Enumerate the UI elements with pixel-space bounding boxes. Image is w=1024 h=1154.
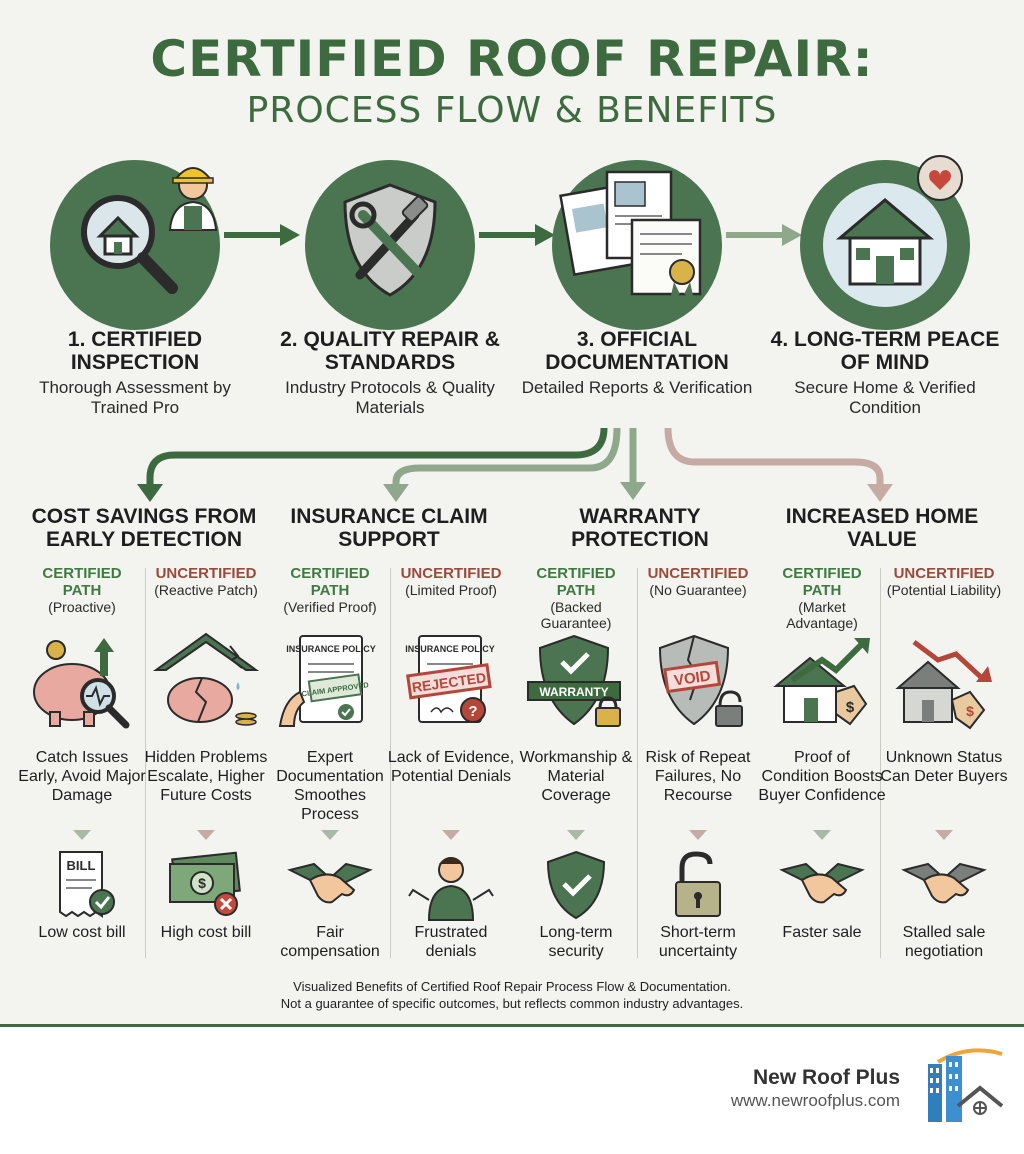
disclaimer-line-2: Not a guarantee of specific outcomes, bu… <box>280 996 744 1011</box>
shield-check-icon <box>546 850 606 920</box>
step-1-subtitle: Thorough Assessment by Trained Pro <box>39 378 231 417</box>
down-triangle <box>567 830 585 840</box>
step-2-subtitle: Industry Protocols & Quality Materials <box>285 378 495 417</box>
flow-arrow-1 <box>224 224 300 246</box>
benefit-3-certified-head: CERTIFIED PATH(Backed Guarantee) <box>536 565 616 631</box>
step-1-title: 1. CERTIFIED INSPECTION <box>67 328 203 374</box>
down-triangle <box>73 830 91 840</box>
down-triangle <box>197 830 215 840</box>
benefit-1-certified-desc: Catch Issues Early, Avoid Major Damage <box>18 749 146 804</box>
footer-divider <box>0 1024 1024 1027</box>
building-house-logo-icon <box>928 1048 1004 1122</box>
open-padlock-icon <box>675 851 721 917</box>
down-triangle <box>442 830 460 840</box>
insurance-policy-rejected-icon: INSURANCE POLICY REJECTED ? <box>405 635 495 723</box>
benefit-2-certified-outcome: Fair compensation <box>280 924 380 960</box>
benefit-1-title: COST SAVINGS FROM EARLY DETECTION <box>31 505 257 551</box>
svg-text:$: $ <box>846 699 855 716</box>
benefit-4-uncertified-head: UNCERTIFIED(Potential Liability) <box>886 565 1002 598</box>
frustrated-person-icon <box>408 857 494 921</box>
handshake-icon <box>287 862 373 904</box>
void-badge: VOID <box>673 667 712 689</box>
benefit-3-certified-outcome: Long-term security <box>539 924 613 960</box>
down-triangle <box>813 830 831 840</box>
column-divider <box>390 568 391 958</box>
benefit-3-uncertified-head: UNCERTIFIED(No Guarantee) <box>647 565 749 598</box>
benefit-2-certified-desc: Expert Documentation Smoothes Process <box>276 749 384 823</box>
column-divider <box>637 568 638 958</box>
benefit-1-certified-outcome: Low cost bill <box>38 924 126 941</box>
house-arrow-down-price-tag-icon: $ <box>895 640 992 730</box>
benefit-4-certified-outcome: Faster sale <box>782 924 862 941</box>
brand-name: New Roof Plus <box>752 1066 900 1089</box>
handshake-icon <box>901 862 987 904</box>
step-3-subtitle: Detailed Reports & Verification <box>521 378 753 397</box>
handshake-icon <box>779 862 865 904</box>
step-4-subtitle: Secure Home & Verified Condition <box>794 378 976 417</box>
house-heart-icon <box>823 155 963 307</box>
step-4-circle <box>800 155 970 330</box>
footer <box>0 1027 1024 1154</box>
page-subtitle: PROCESS FLOW & BENEFITS <box>246 90 778 131</box>
cash-x-icon: $ <box>169 851 241 916</box>
step-3-circle <box>552 160 722 330</box>
benefit-1-uncertified-head: UNCERTIFIED(Reactive Patch) <box>154 565 258 598</box>
step-1-circle <box>50 160 220 330</box>
benefit-4-uncertified-outcome: Stalled sale negotiation <box>902 924 986 960</box>
insurance-policy-label: INSURANCE POLICY <box>405 644 495 654</box>
svg-text:?: ? <box>468 703 477 720</box>
svg-text:BILL: BILL <box>67 858 96 873</box>
disclaimer-note: Visualized Benefits of Certified Roof Re… <box>0 978 1024 1012</box>
disclaimer-line-1: Visualized Benefits of Certified Roof Re… <box>293 979 731 994</box>
bill-check-icon: BILL <box>59 851 115 918</box>
warranty-badge: WARRANTY <box>539 685 608 699</box>
step-4-title: 4. LONG-TERM PEACE OF MIND <box>770 328 1000 374</box>
down-triangle <box>935 830 953 840</box>
benefit-1-certified-head: CERTIFIED PATH(Proactive) <box>42 565 122 615</box>
column-divider <box>145 568 146 958</box>
branch-arrows <box>137 427 893 502</box>
magnifier-house-inspector-icon <box>81 167 218 294</box>
column-divider <box>880 568 881 958</box>
shield-tools-icon <box>343 183 437 297</box>
svg-text:$: $ <box>966 703 974 719</box>
benefit-2-uncertified-outcome: Frustrated denials <box>414 924 488 960</box>
benefit-2-certified-head: CERTIFIED PATH(Verified Proof) <box>283 565 377 615</box>
void-shield-unlocked-icon: VOID <box>658 634 743 727</box>
benefit-4-title: INCREASED HOME VALUE <box>785 505 979 551</box>
step-3-title: 3. OFFICIAL DOCUMENTATION <box>545 328 729 374</box>
benefit-2-title: INSURANCE CLAIM SUPPORT <box>290 505 488 551</box>
benefit-1-uncertified-outcome: High cost bill <box>160 924 252 941</box>
down-triangle <box>321 830 339 840</box>
benefit-4-certified-head: CERTIFIED PATH(Market Advantage) <box>782 565 862 631</box>
broken-piggy-bank-icon <box>152 632 260 726</box>
brand-url[interactable]: www.newroofplus.com <box>730 1091 900 1110</box>
benefit-3-certified-desc: Workmanship & Material Coverage <box>519 749 633 804</box>
step-2-circle <box>305 160 475 330</box>
benefit-1-uncertified-desc: Hidden Problems Escalate, Higher Future … <box>144 749 268 804</box>
benefit-3-uncertified-outcome: Short-term uncertainty <box>658 924 738 960</box>
flow-arrow-2 <box>479 224 555 246</box>
benefit-3-uncertified-desc: Risk of Repeat Failures, No Recourse <box>645 749 751 804</box>
benefit-2-uncertified-head: UNCERTIFIED(Limited Proof) <box>400 565 502 598</box>
flow-arrow-3 <box>726 224 802 246</box>
down-triangle <box>689 830 707 840</box>
page-title: CERTIFIED ROOF REPAIR: <box>150 30 874 88</box>
step-2-title: 2. QUALITY REPAIR & STANDARDS <box>280 328 500 374</box>
benefit-4-certified-desc: Proof of Condition Boosts Buyer Confiden… <box>758 749 886 804</box>
piggy-bank-magnifier-icon <box>33 638 130 729</box>
benefit-2-uncertified-desc: Lack of Evidence, Potential Denials <box>387 749 515 785</box>
warranty-shield-lock-icon: WARRANTY <box>527 634 621 727</box>
benefit-3-title: WARRANTY PROTECTION <box>571 505 709 551</box>
benefit-4-uncertified-desc: Unknown Status Can Deter Buyers <box>880 749 1008 785</box>
house-arrow-up-price-tag-icon: $ <box>773 638 870 726</box>
insurance-policy-label: INSURANCE POLICY <box>286 644 376 654</box>
svg-text:$: $ <box>198 875 206 891</box>
documents-certificate-icon <box>559 170 702 300</box>
insurance-policy-approved-icon: INSURANCE POLICY CLAIM APPROVED <box>278 635 376 727</box>
